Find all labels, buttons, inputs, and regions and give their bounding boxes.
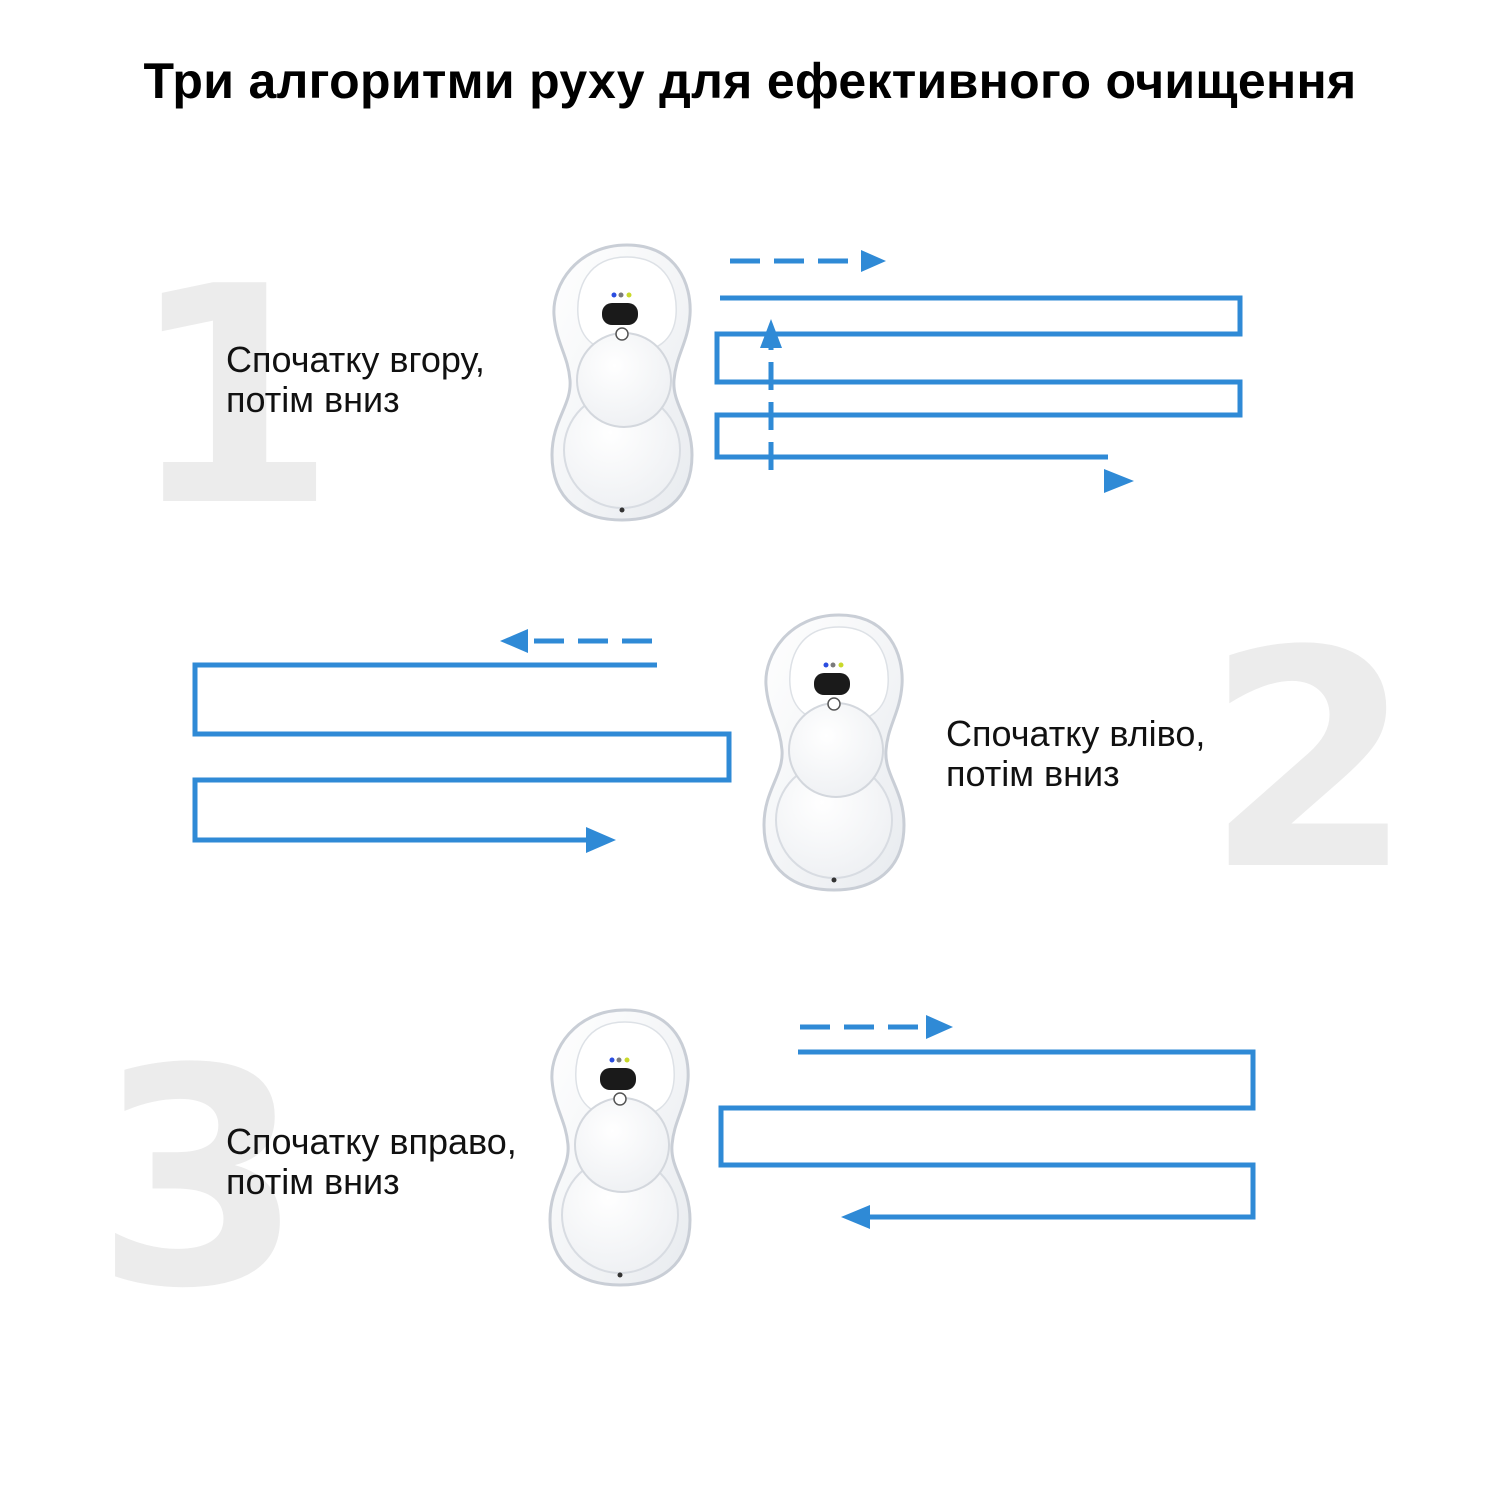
path-algorithm-2 bbox=[192, 638, 732, 843]
step-number-1: 1 bbox=[128, 223, 337, 572]
caption-3-line-2: потім вниз bbox=[226, 1161, 400, 1202]
caption-2-line-2: потім вниз bbox=[946, 753, 1120, 794]
serpentine-path-3 bbox=[718, 1049, 1256, 1220]
caption-3-line-1: Спочатку вправо, bbox=[226, 1121, 517, 1162]
arrow-head-icon bbox=[926, 1015, 953, 1039]
caption-2-line-1: Спочатку вліво, bbox=[946, 713, 1206, 754]
robot-illustration-3 bbox=[548, 1008, 692, 1287]
arrow-head-icon bbox=[841, 1205, 870, 1229]
caption-1-line-2: потім вниз bbox=[226, 379, 400, 420]
page-title: Три алгоритми руху для ефективного очище… bbox=[143, 53, 1357, 109]
serpentine-path-1 bbox=[714, 295, 1243, 460]
robot-illustration-2 bbox=[762, 613, 906, 892]
step-number-2: 2 bbox=[1205, 587, 1414, 936]
caption-1-line-1: Спочатку вгору, bbox=[226, 339, 485, 380]
path-algorithm-1 bbox=[714, 258, 1243, 470]
arrow-head-icon bbox=[586, 827, 616, 853]
serpentine-path-2 bbox=[192, 662, 732, 843]
arrow-head-icon bbox=[861, 250, 886, 272]
arrow-head-icon bbox=[500, 629, 528, 653]
step-number-3: 3 bbox=[95, 1005, 304, 1354]
robot-illustration-1 bbox=[550, 243, 694, 522]
arrow-head-icon bbox=[1104, 469, 1134, 493]
path-algorithm-3 bbox=[718, 1024, 1256, 1220]
caption-algorithm-3: Спочатку вправо, потім вниз bbox=[226, 1122, 517, 1202]
caption-algorithm-1: Спочатку вгору, потім вниз bbox=[226, 340, 485, 420]
arrow-head-icon bbox=[760, 319, 782, 348]
caption-algorithm-2: Спочатку вліво, потім вниз bbox=[946, 714, 1205, 794]
